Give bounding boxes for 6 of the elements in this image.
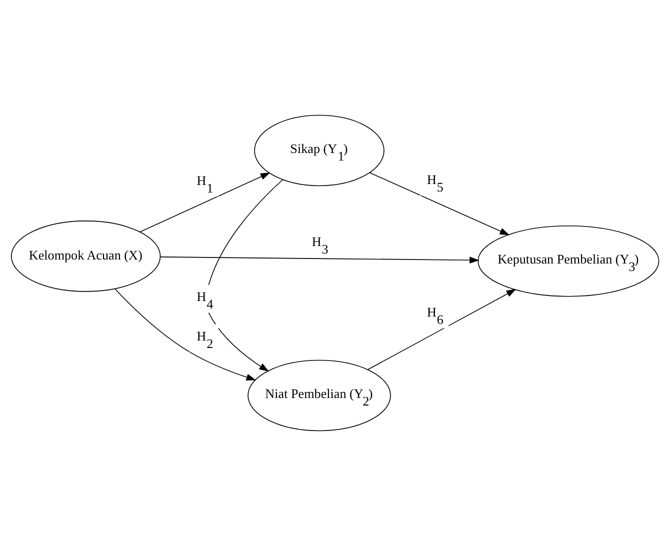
arrow bbox=[369, 172, 510, 236]
arrow bbox=[160, 256, 480, 264]
arrow bbox=[140, 172, 270, 232]
arrow bbox=[367, 289, 516, 370]
node-ellipse: Kelompok Acuan (X) bbox=[10, 220, 161, 292]
arrow bbox=[114, 288, 256, 381]
